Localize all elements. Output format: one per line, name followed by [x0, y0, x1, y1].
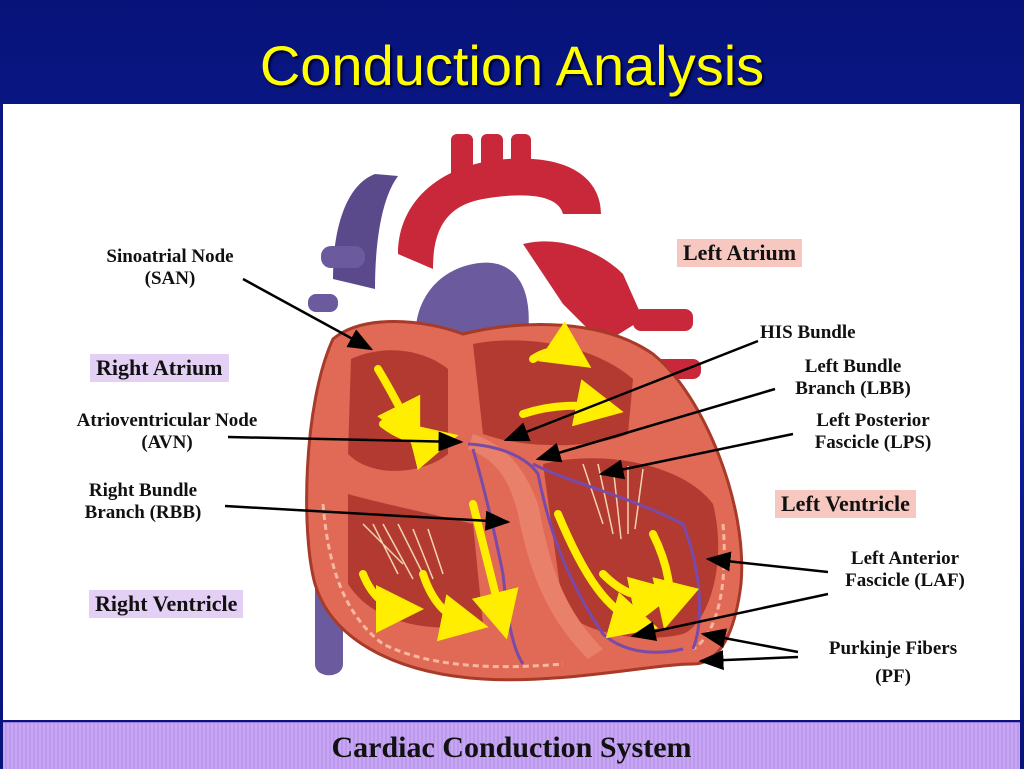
- label-pointers: [224, 277, 829, 671]
- caption-text: Cardiac Conduction System: [331, 731, 692, 764]
- label-rbb-line1: Right Bundle: [88, 480, 198, 501]
- caption-bar: Cardiac Conduction System: [3, 722, 1020, 769]
- label-avn-line1: Atrioventricular Node: [76, 410, 258, 431]
- label-lps: Left Posterior Fascicle (LPS): [783, 410, 963, 454]
- conduction-bundle-branches: [467, 442, 702, 665]
- label-avn: Atrioventricular Node (AVN): [27, 410, 307, 454]
- label-pf-line1: Purkinje Fibers: [828, 638, 958, 659]
- label-lbb-line1: Left Bundle: [804, 356, 902, 377]
- label-right-atrium: Right Atrium: [90, 354, 229, 382]
- label-lps-line2: Fascicle (LPS): [814, 432, 932, 453]
- label-laf: Left Anterior Fascicle (LAF): [815, 548, 995, 592]
- heart-illustration: [224, 134, 829, 682]
- label-his-bundle: HIS Bundle: [760, 322, 856, 343]
- label-san-line1: Sinoatrial Node: [106, 246, 234, 267]
- slide-title: Conduction Analysis: [259, 34, 765, 97]
- label-rbb-line2: Branch (RBB): [84, 502, 202, 523]
- diagram-panel: Sinoatrial Node (SAN) Right Atrium Atrio…: [3, 104, 1020, 720]
- label-laf-line1: Left Anterior: [850, 548, 960, 569]
- label-lps-line1: Left Posterior: [816, 410, 930, 431]
- label-avn-line2: (AVN): [141, 432, 193, 453]
- label-lbb-line2: Branch (LBB): [795, 378, 911, 399]
- conduction-flow-arrows: [359, 321, 700, 642]
- label-rbb: Right Bundle Branch (RBB): [53, 480, 233, 524]
- label-laf-line2: Fascicle (LAF): [845, 570, 965, 591]
- label-lbb: Left Bundle Branch (LBB): [763, 356, 943, 400]
- label-purkinje: Purkinje Fibers (PF): [798, 638, 988, 688]
- label-left-ventricle: Left Ventricle: [775, 490, 916, 518]
- label-san: Sinoatrial Node (SAN): [65, 246, 275, 290]
- label-right-ventricle: Right Ventricle: [89, 590, 244, 618]
- label-left-atrium: Left Atrium: [677, 239, 803, 267]
- label-san-line2: (SAN): [144, 268, 196, 289]
- label-pf-line2: (PF): [875, 666, 911, 687]
